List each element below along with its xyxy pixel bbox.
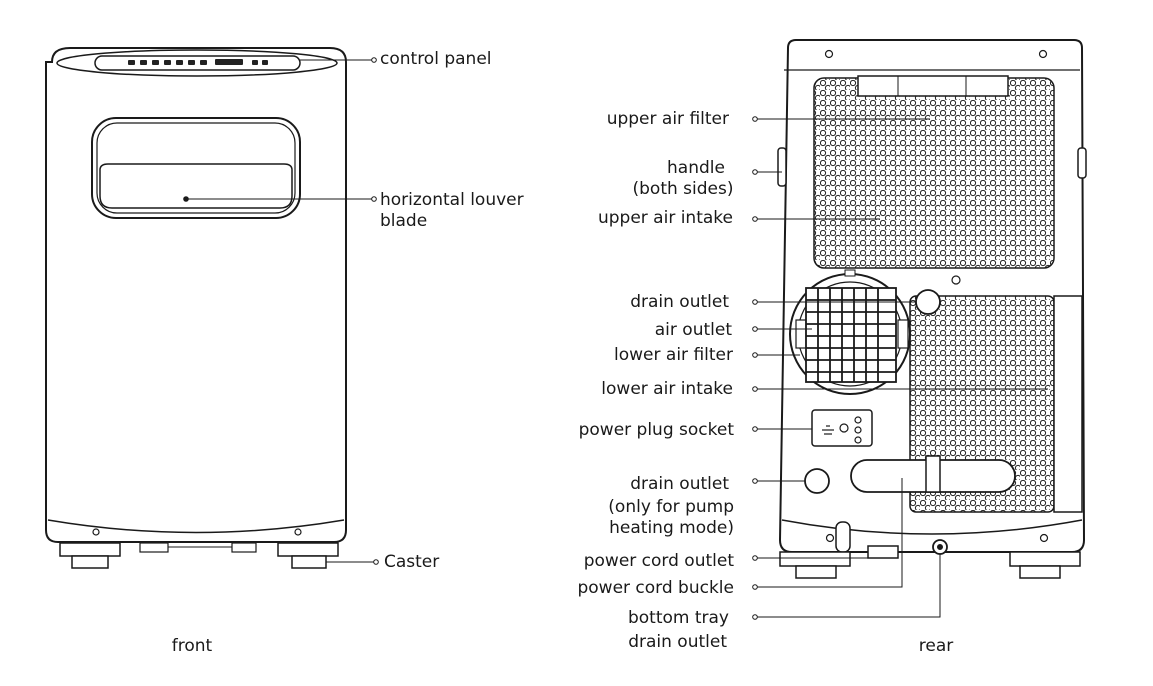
- label-bottom-tray-line2: drain outlet: [628, 632, 727, 652]
- label-drain-outlet: drain outlet: [630, 292, 729, 312]
- handle-right: [1077, 147, 1087, 179]
- label-control-panel: control panel: [380, 49, 492, 69]
- handle-left: [777, 147, 787, 187]
- control-panel-strip: [94, 55, 301, 71]
- front-caster-wheel-right: [291, 555, 327, 569]
- label-bottom-tray-line1: bottom tray: [627, 608, 729, 628]
- rear-caster-wheel-right: [1019, 565, 1061, 579]
- rear-leaders: [752, 116, 1048, 620]
- label-lower-air-filter: lower air filter: [614, 345, 733, 365]
- power-cord-outlet-pipe: [835, 521, 851, 553]
- air-outlet-grid: [805, 287, 897, 383]
- rear-caster-base-right: [1009, 551, 1081, 567]
- label-upper-air-intake: upper air intake: [597, 208, 733, 228]
- caption-front: front: [171, 636, 213, 656]
- rear-caster-wheel-left: [795, 565, 837, 579]
- front-foot-1: [139, 542, 169, 553]
- front-caster-base-left: [59, 542, 121, 557]
- front-foot-2: [231, 542, 257, 553]
- front-base-curve: [47, 519, 345, 534]
- label-caster: Caster: [384, 552, 440, 572]
- label-handle-line2: (both sides): [632, 179, 734, 199]
- label-drain-outlet-pump-line3: heating mode): [609, 518, 734, 538]
- drain-outlet-pump: [804, 468, 830, 494]
- louver-blade: [99, 163, 293, 209]
- label-power-cord-buckle: power cord buckle: [577, 578, 734, 598]
- upper-air-intake-grill: [813, 77, 1055, 269]
- front-leaders: [183, 57, 379, 565]
- rear-unit: [777, 39, 1087, 579]
- front-unit: [45, 47, 347, 569]
- rear-caster-base-left: [779, 551, 851, 567]
- front-caster-base-right: [277, 542, 339, 557]
- caption-rear: rear: [918, 636, 954, 656]
- label-air-outlet: air outlet: [654, 320, 732, 340]
- control-panel-buttons: [128, 59, 268, 65]
- label-louver-line2: blade: [380, 211, 428, 231]
- label-upper-air-filter: upper air filter: [606, 109, 729, 129]
- rear-base-curve: [781, 519, 1083, 535]
- label-louver-line1: horizontal louver: [380, 190, 524, 210]
- label-drain-outlet-pump-line2: (only for pump: [608, 497, 734, 517]
- label-drain-outlet-pump-line1: drain outlet: [630, 474, 729, 494]
- label-handle-line1: handle: [667, 158, 725, 178]
- upper-filter-tab: [857, 75, 1009, 97]
- label-power-cord-outlet: power cord outlet: [583, 551, 734, 571]
- front-caster-wheel-left: [71, 555, 109, 569]
- label-lower-air-intake: lower air intake: [601, 379, 733, 399]
- lower-air-filter-side: [1053, 295, 1083, 513]
- label-power-plug-socket: power plug socket: [578, 420, 734, 440]
- power-cord-buckle: [867, 545, 899, 559]
- front-screw-right: [294, 528, 302, 536]
- front-screw-left: [92, 528, 100, 536]
- drain-outlet-upper: [915, 289, 941, 315]
